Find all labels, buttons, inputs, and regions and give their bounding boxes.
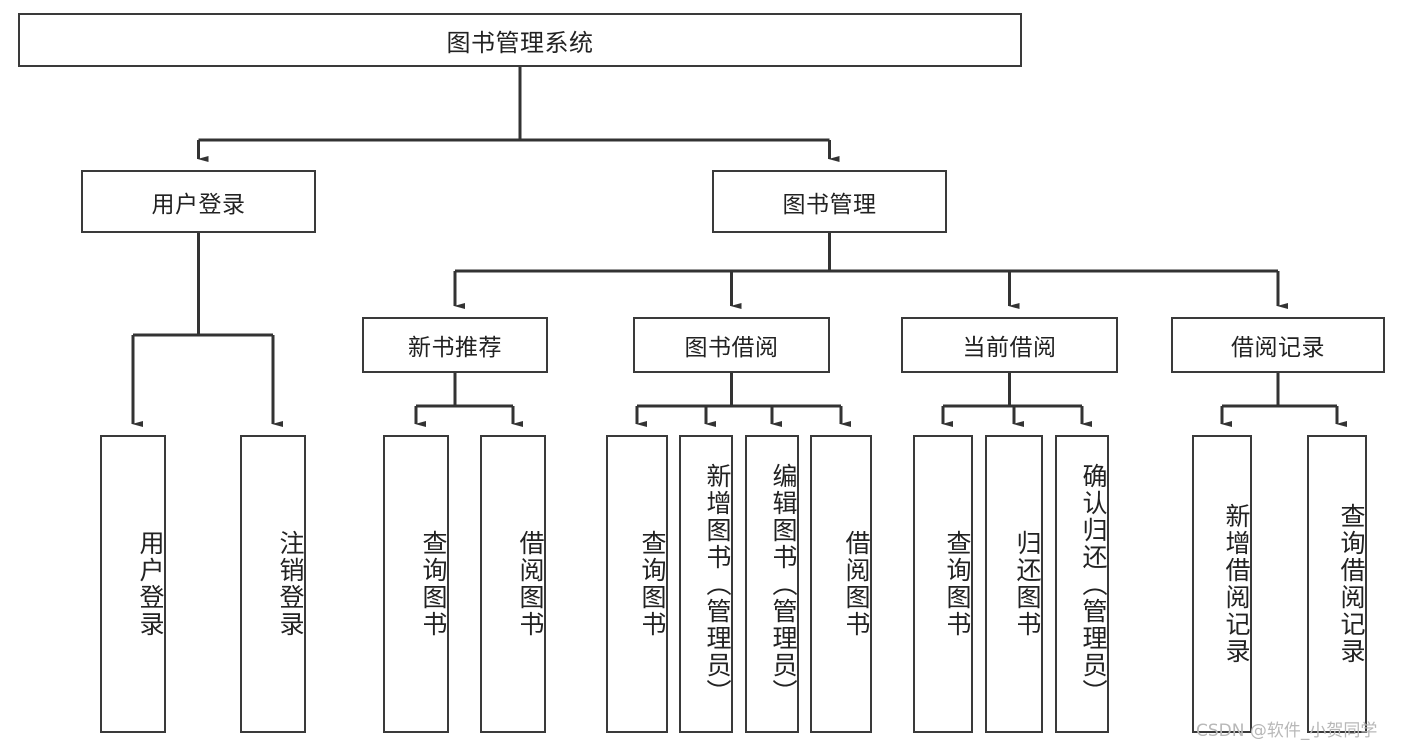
node-label: 注销登录 xyxy=(276,530,305,638)
node-label: 图书管理系统 xyxy=(446,28,594,57)
node-label: 用户登录 xyxy=(151,191,246,218)
node-label: 借阅记录 xyxy=(1231,335,1325,361)
node-label: 新增图书（管理员） xyxy=(703,462,732,706)
diagram-node-f1: 用户登录 xyxy=(100,435,166,733)
node-label: 查询借阅记录 xyxy=(1337,503,1366,665)
diagram-node-l2d: 借阅记录 xyxy=(1171,317,1385,373)
diagram-node-f3: 查询图书 xyxy=(383,435,449,733)
diagram-node-f10: 归还图书 xyxy=(985,435,1043,733)
diagram-node-f9: 查询图书 xyxy=(913,435,973,733)
diagram-node-l1a: 用户登录 xyxy=(81,170,316,233)
diagram-node-f8: 借阅图书 xyxy=(810,435,872,733)
diagram-node-f12: 新增借阅记录 xyxy=(1192,435,1252,733)
node-label: 借阅图书 xyxy=(842,530,871,638)
node-label: 查询图书 xyxy=(638,530,667,638)
node-label: 确认归还（管理员） xyxy=(1079,462,1108,706)
diagram-node-l2c: 当前借阅 xyxy=(901,317,1118,373)
diagram-node-f4: 借阅图书 xyxy=(480,435,546,733)
node-label: 新增借阅记录 xyxy=(1222,503,1251,665)
node-label: 归还图书 xyxy=(1013,530,1042,638)
diagram-node-f6: 新增图书（管理员） xyxy=(679,435,733,733)
node-label: 图书借阅 xyxy=(684,335,779,361)
diagram-node-l1b: 图书管理 xyxy=(712,170,947,233)
diagram-node-f5: 查询图书 xyxy=(606,435,668,733)
diagram-node-l2a: 新书推荐 xyxy=(362,317,548,373)
watermark: CSDN @软件_小贺同学 xyxy=(1196,721,1378,741)
diagram-node-f2: 注销登录 xyxy=(240,435,306,733)
node-label: 新书推荐 xyxy=(408,335,502,361)
node-label: 借阅图书 xyxy=(516,530,545,638)
diagram-node-f11: 确认归还（管理员） xyxy=(1055,435,1109,733)
node-label: 图书管理 xyxy=(782,191,877,218)
node-label: 查询图书 xyxy=(943,530,972,638)
diagram-node-f13: 查询借阅记录 xyxy=(1307,435,1367,733)
node-label: 查询图书 xyxy=(419,530,448,638)
node-label: 用户登录 xyxy=(136,530,165,638)
node-label: 编辑图书（管理员） xyxy=(769,462,798,706)
node-label: 当前借阅 xyxy=(962,335,1057,361)
diagram-node-root: 图书管理系统 xyxy=(18,13,1022,67)
diagram-node-f7: 编辑图书（管理员） xyxy=(745,435,799,733)
diagram-node-l2b: 图书借阅 xyxy=(633,317,830,373)
